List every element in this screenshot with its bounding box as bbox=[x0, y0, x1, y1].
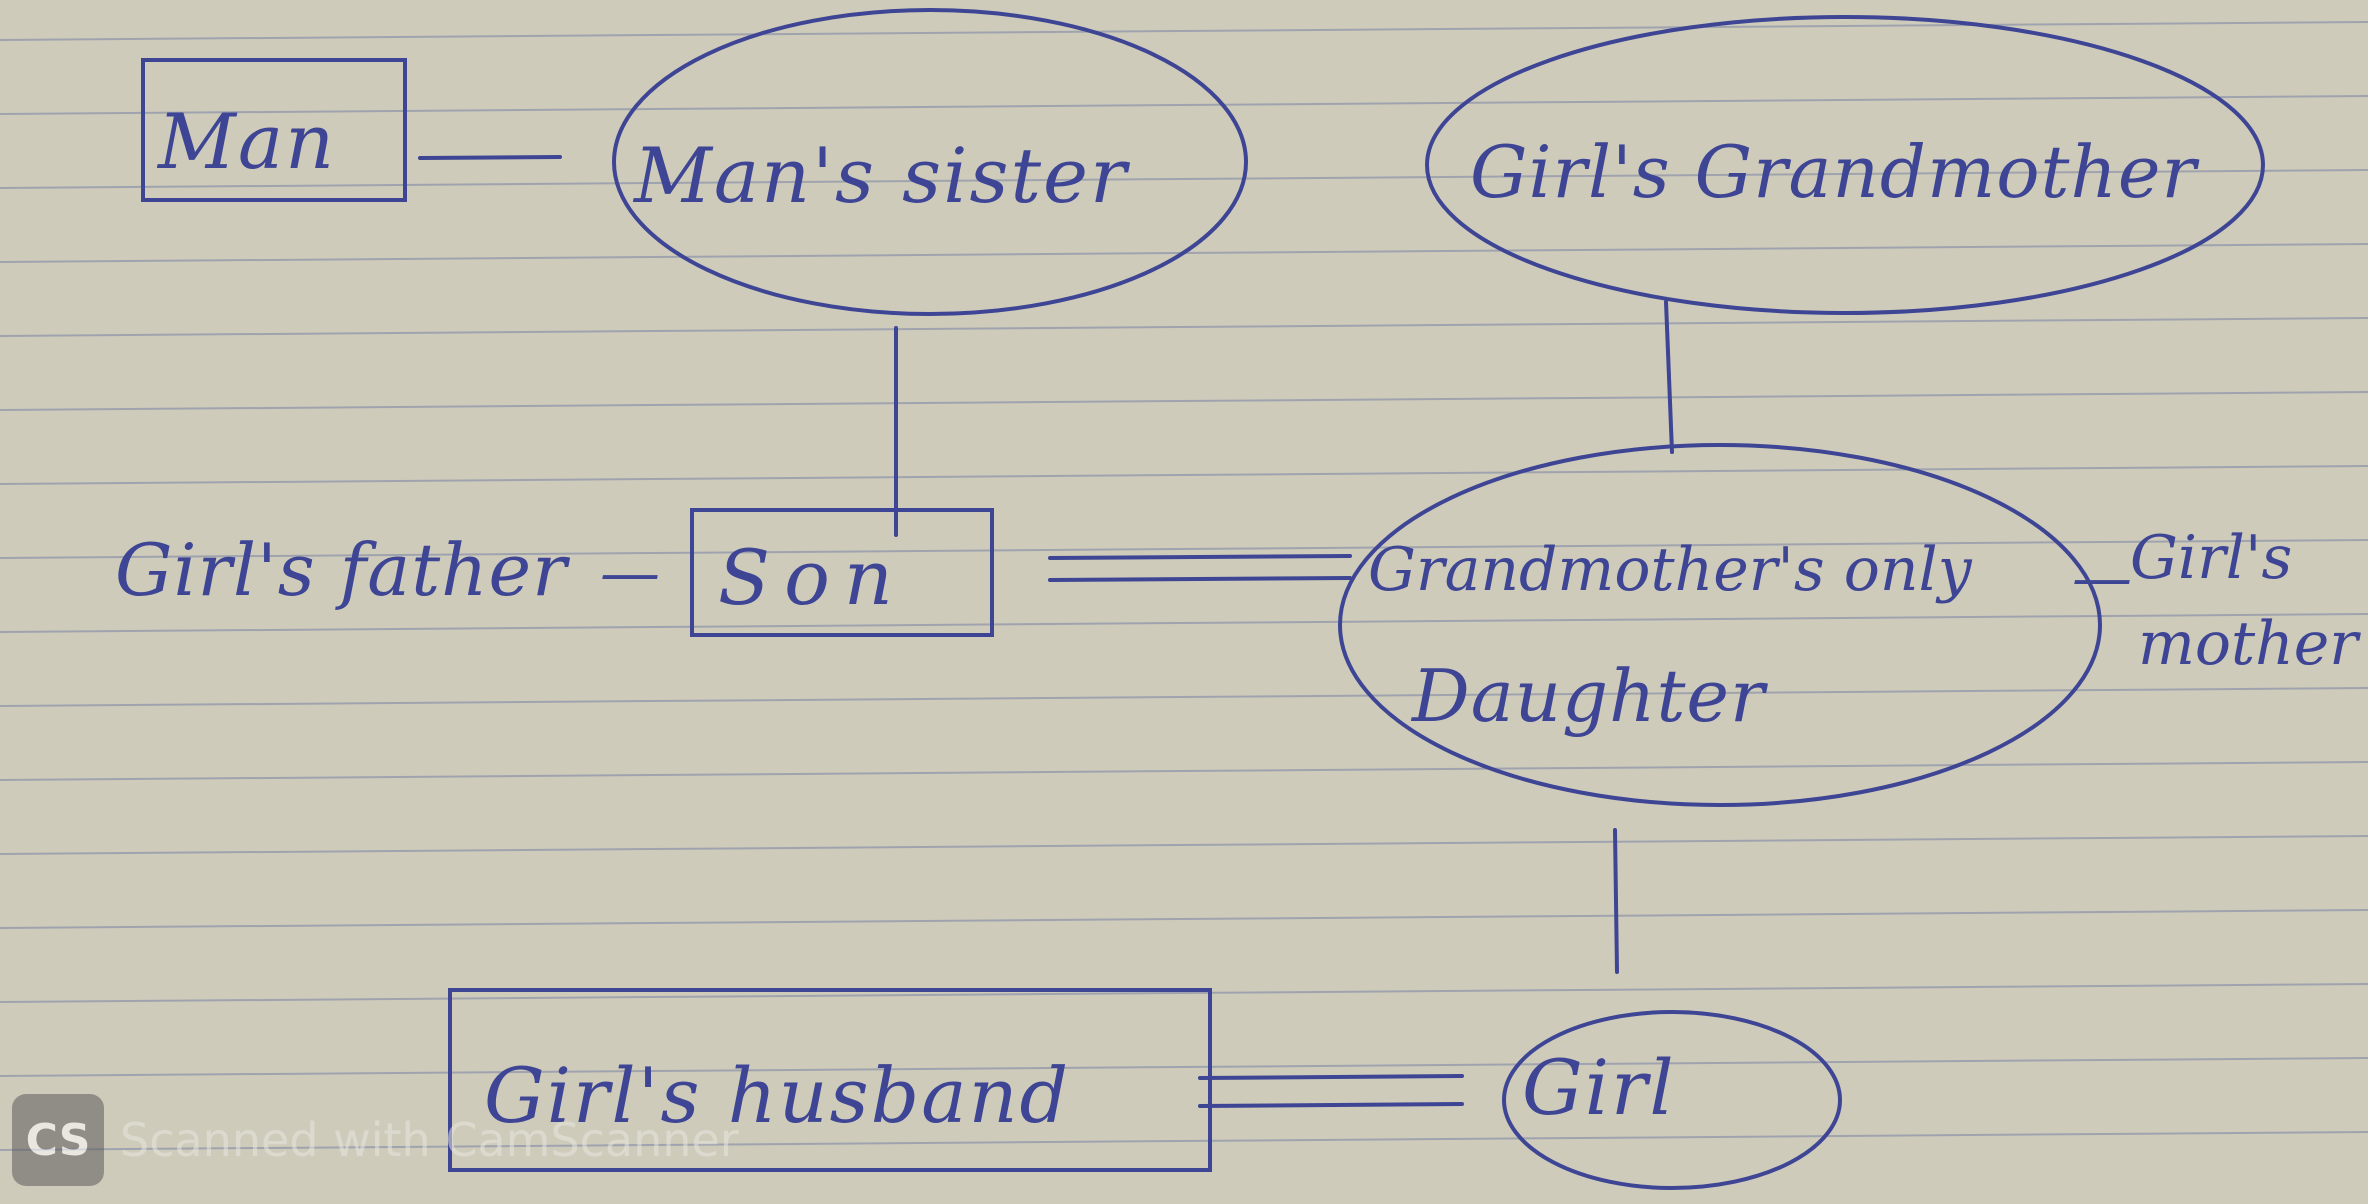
father-son-dash: — bbox=[600, 538, 660, 608]
daughter-label: Daughter bbox=[1412, 654, 1766, 738]
husband-girl-marriage-line-1 bbox=[1198, 1074, 1464, 1080]
ruled-line bbox=[0, 391, 2368, 411]
son-daughter-marriage-line-1 bbox=[1048, 554, 1352, 560]
daughter-mother-dash: — bbox=[2072, 543, 2132, 613]
ruled-line bbox=[0, 539, 2368, 559]
camscanner-logo-icon: CS bbox=[12, 1094, 104, 1186]
ruled-line bbox=[0, 761, 2368, 781]
ruled-line bbox=[0, 317, 2368, 337]
ruled-line bbox=[0, 1131, 2368, 1151]
grandmother-to-daughter-line bbox=[1664, 300, 1674, 454]
man-box bbox=[141, 58, 407, 202]
ruled-lines bbox=[0, 21, 2368, 1151]
ruled-line bbox=[0, 1057, 2368, 1077]
ruled-line bbox=[0, 613, 2368, 633]
girls-husband-label: Girl's husband bbox=[484, 1051, 1071, 1140]
ruled-line bbox=[0, 95, 2368, 115]
son-label: Son bbox=[718, 533, 907, 622]
grandmothers-daughter-ellipse bbox=[1338, 443, 2102, 807]
ruled-line bbox=[0, 169, 2368, 189]
ruled-line bbox=[0, 909, 2368, 929]
girl-ellipse bbox=[1502, 1010, 1842, 1190]
ruled-line bbox=[0, 983, 2368, 1003]
watermark-text: Scanned with CamScanner bbox=[120, 1113, 739, 1167]
husband-girl-marriage-line-2 bbox=[1198, 1102, 1464, 1108]
girls-father-label: Girl's father bbox=[115, 528, 568, 612]
man-label: Man bbox=[158, 97, 337, 186]
ruled-line bbox=[0, 835, 2368, 855]
girls-mother-label-line1: Girl's bbox=[2130, 523, 2293, 593]
girl-label: Girl bbox=[1522, 1043, 1676, 1132]
mans-sister-ellipse bbox=[612, 8, 1248, 316]
girls-mother-label-line2: mother bbox=[2138, 609, 2358, 679]
man-sister-dash bbox=[418, 155, 562, 160]
girls-grandmother-ellipse bbox=[1425, 15, 2265, 315]
grandmothers-only-label: Grandmother's only bbox=[1368, 535, 1972, 605]
ruled-line bbox=[0, 465, 2368, 485]
daughter-to-girl-line bbox=[1613, 828, 1619, 974]
ruled-line bbox=[0, 687, 2368, 707]
mans-sister-label: Man's sister bbox=[634, 131, 1129, 220]
son-daughter-marriage-line-2 bbox=[1048, 576, 1352, 582]
son-box bbox=[690, 508, 994, 637]
camscanner-watermark: CS Scanned with CamScanner bbox=[12, 1092, 739, 1188]
girls-grandmother-label: Girl's Grandmother bbox=[1470, 130, 2197, 214]
girls-husband-box bbox=[448, 988, 1212, 1172]
